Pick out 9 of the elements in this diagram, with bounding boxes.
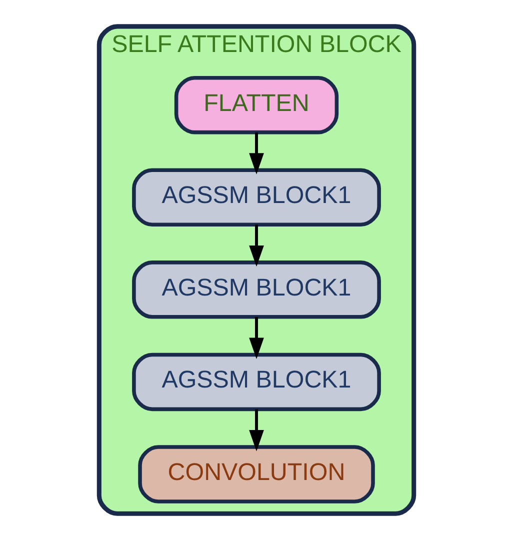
arrow — [248, 409, 264, 452]
node-box: AGSSM BLOCK1 — [132, 352, 380, 412]
arrow — [248, 317, 264, 359]
arrow — [248, 132, 264, 174]
arrow — [248, 224, 264, 267]
node-box: CONVOLUTION — [138, 445, 374, 504]
node-box: AGSSM BLOCK1 — [132, 260, 380, 319]
node-box: FLATTEN — [174, 76, 338, 134]
node-box: AGSSM BLOCK1 — [132, 168, 380, 226]
